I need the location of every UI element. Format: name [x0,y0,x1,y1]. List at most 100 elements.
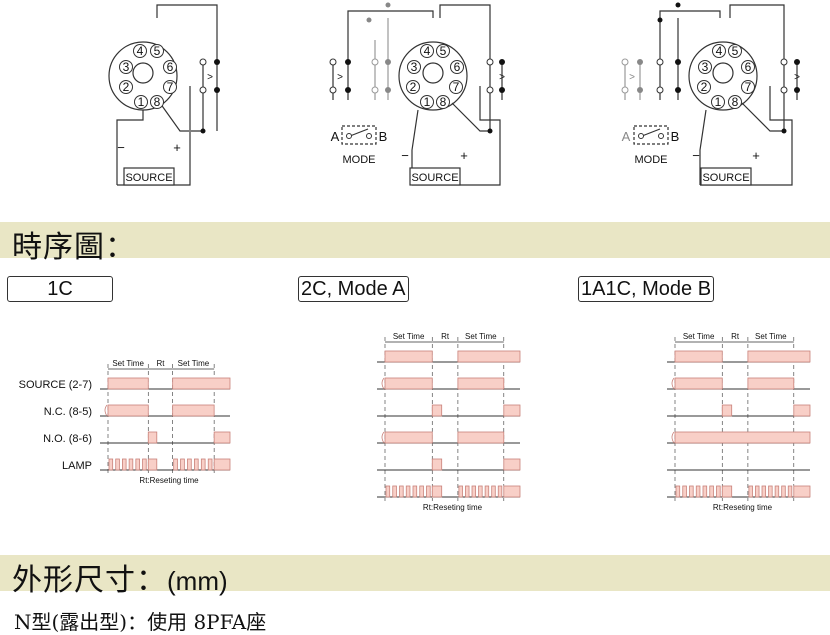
timing-blink-pulse [675,485,681,498]
timing-span-label: Set Time [465,332,497,341]
svg-text:2: 2 [701,80,708,94]
wire [116,110,144,185]
timing-wrap-mark [104,404,108,417]
timing-blink-pulse [682,485,687,498]
pin-label: 1 [138,95,145,109]
timing-pulse [172,377,231,390]
timing-section-title: 時序圖： [12,230,136,265]
timing-pulse [674,350,723,363]
svg-text:SOURCE: SOURCE [702,172,749,184]
svg-text:>: > [499,72,505,83]
timing-blink-pulse [748,485,753,498]
timing-blink-pulse [405,485,411,498]
timing-wrap-mark [671,431,675,444]
plus-label: + [173,140,181,155]
pin-label: 8 [154,95,161,109]
svg-text:2: 2 [410,80,417,94]
wiring-1a1c-pins: 4 5 3 6 2 7 1 8 > > A B MODE − + SOURCE [621,2,800,184]
timing-pulse [213,458,231,471]
pin-label: 7 [167,80,174,94]
timing-pulse [172,404,215,417]
timing-pulse [431,404,443,417]
timing-blink-pulse [419,485,424,498]
timing-blink-pulse [761,485,767,498]
source-box [123,167,175,186]
timing-row-label: LAMP [62,460,92,472]
svg-text:1: 1 [715,95,722,109]
timing-blink-pulse [497,485,503,498]
timing-pulse [721,485,733,498]
timing-row-label: SOURCE (2-7) [19,379,92,391]
timing-pulse [384,350,433,363]
timing-blink-pulse [471,485,477,498]
timing-blink-pulse [695,485,701,498]
timing-wrap-mark [381,377,385,390]
mode-label-1c: 1C [7,276,113,302]
timing-span-label: Rt [156,359,165,368]
timing-span-label: Set Time [755,332,787,341]
timing-caption: Rt:Reseting time [423,503,483,512]
dimensions-unit: (mm) [167,566,228,596]
timing-pulse [107,404,149,417]
svg-text:6: 6 [745,60,752,74]
mode-a-label: A [331,129,340,144]
contact-symbol: > [207,72,213,83]
timing-blink-pulse [142,458,147,471]
timing-blink-pulse [458,485,463,498]
timing-pulse [747,377,795,390]
timing-blink-pulse [709,485,714,498]
source-label: SOURCE [125,172,172,184]
timing-blink-pulse [128,458,134,471]
timing-span-label: Set Time [393,332,425,341]
timing-pulse [793,485,811,498]
timing-blink-pulse [200,458,206,471]
mode-a-label: A [622,129,631,144]
timing-blink-pulse [412,485,418,498]
pin-label: 2 [123,80,130,94]
socket-key [132,62,154,84]
timing-pulse [431,458,443,471]
dimensions-footer-text: N型(露出型)：使用 8PFA座 [14,610,267,634]
timing-section-band [0,222,830,258]
svg-text:>: > [337,72,343,83]
svg-text:4: 4 [424,44,431,58]
svg-text:6: 6 [454,60,461,74]
wiring-diagrams: 4 5 3 6 2 7 1 8 > − + SOURCE 4 5 [108,2,800,186]
timing-blink-pulse [180,458,185,471]
svg-text:7: 7 [745,80,752,94]
svg-text:+: + [752,148,760,163]
pin-label: 4 [137,44,144,58]
timing-pulse [674,377,723,390]
timing-blink-pulse [207,458,213,471]
wiring-1c-pins: 4 5 3 6 2 7 1 8 > − + SOURCE [117,44,220,184]
timing-pulse [747,350,811,363]
svg-text:>: > [794,72,800,83]
timing-blink-pulse [689,485,694,498]
timing-blink-pulse [768,485,773,498]
timing-blink-pulse [491,485,496,498]
pin-label: 6 [167,60,174,74]
svg-text:4: 4 [716,44,723,58]
timing-caption: Rt:Reseting time [139,476,199,485]
timing-span-label: Set Time [178,359,210,368]
svg-text:3: 3 [702,60,709,74]
timing-blink-pulse [478,485,483,498]
mode-label: MODE [635,154,668,166]
timing-wrap-mark [381,431,385,444]
svg-text:5: 5 [732,44,739,58]
timing-blink-pulse [115,458,120,471]
svg-text:7: 7 [453,80,460,94]
timing-wrap-mark [671,377,675,390]
timing-span-label: Set Time [112,359,144,368]
svg-text:−: − [692,148,700,163]
timing-blink-pulse [399,485,404,498]
wiring-diagram-1a1c [624,4,798,186]
timing-pulse [147,458,158,471]
svg-text:>: > [629,72,635,83]
timing-pulse [721,404,733,417]
timing-pulse [213,431,231,444]
timing-pulse [457,350,521,363]
timing-blink-pulse [108,458,114,471]
